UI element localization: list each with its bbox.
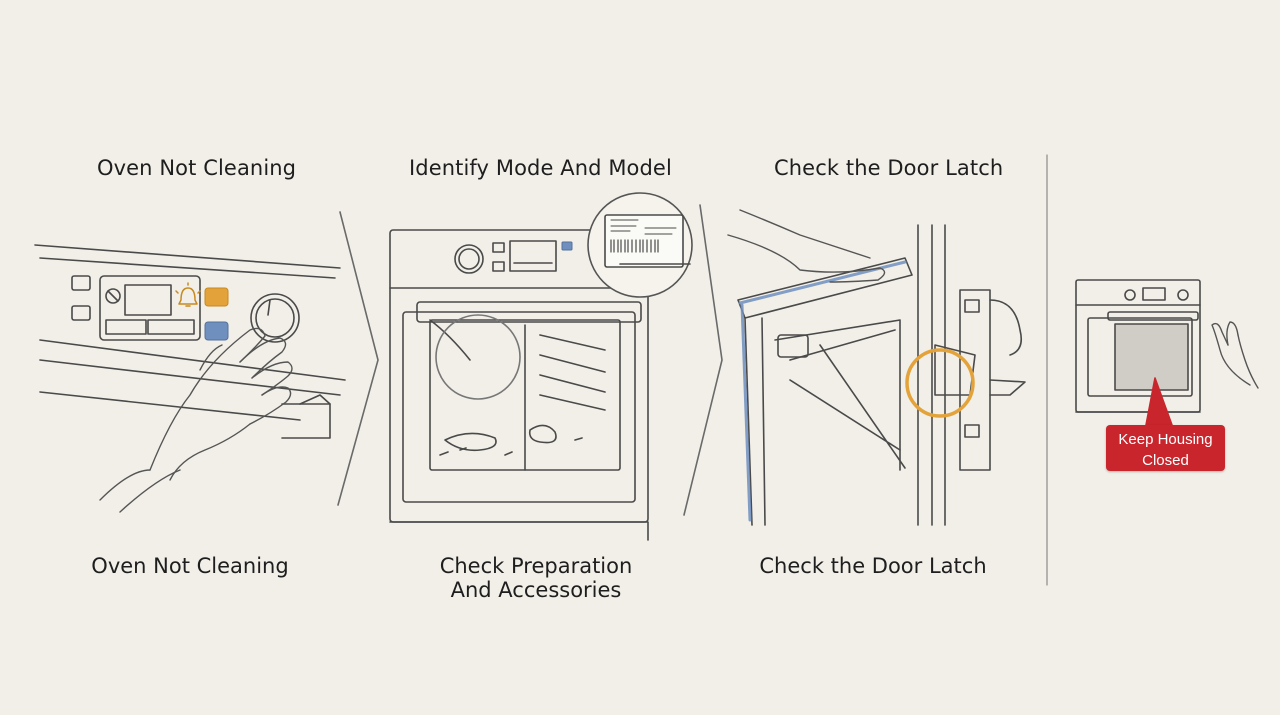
oven-front-sketch <box>389 229 649 541</box>
alarm-bell-icon <box>175 282 201 307</box>
caption-line: Oven Not Cleaning <box>91 554 289 578</box>
small-oven-sketch <box>1075 279 1201 413</box>
control-panel-sketch <box>34 244 346 439</box>
panel-3-title: Check the Door Latch <box>774 156 1004 180</box>
warning-line-1: Keep Housing <box>1118 431 1213 448</box>
divider-1 <box>337 211 379 506</box>
hand-icon-3 <box>1211 321 1259 389</box>
keep-housing-closed-warning: Keep Housing Closed <box>1106 425 1225 471</box>
caption-line: Check Preparation <box>439 554 633 578</box>
panel-1-title: Oven Not Cleaning <box>97 156 297 180</box>
model-label-magnifier <box>587 192 693 298</box>
divider-2 <box>683 204 723 516</box>
caption-line: And Accessories <box>450 578 622 602</box>
blue-button <box>204 321 229 341</box>
panel-2-caption: Check Preparation And Accessories <box>418 554 654 602</box>
caption-line: Check the Door Latch <box>759 554 987 578</box>
hand-icon-2 <box>727 209 886 283</box>
latch-highlight-circle <box>905 348 975 418</box>
panel-2-title: Identify Mode And Model <box>409 156 672 180</box>
panel-1-caption: Oven Not Cleaning <box>72 554 308 578</box>
warning-line-2: Closed <box>1142 452 1189 469</box>
door-latch-sketch <box>737 224 1026 526</box>
hand-icon <box>99 327 293 513</box>
blue-indicator <box>561 241 573 251</box>
panel-3-caption: Check the Door Latch <box>755 554 991 578</box>
orange-button <box>204 287 229 307</box>
